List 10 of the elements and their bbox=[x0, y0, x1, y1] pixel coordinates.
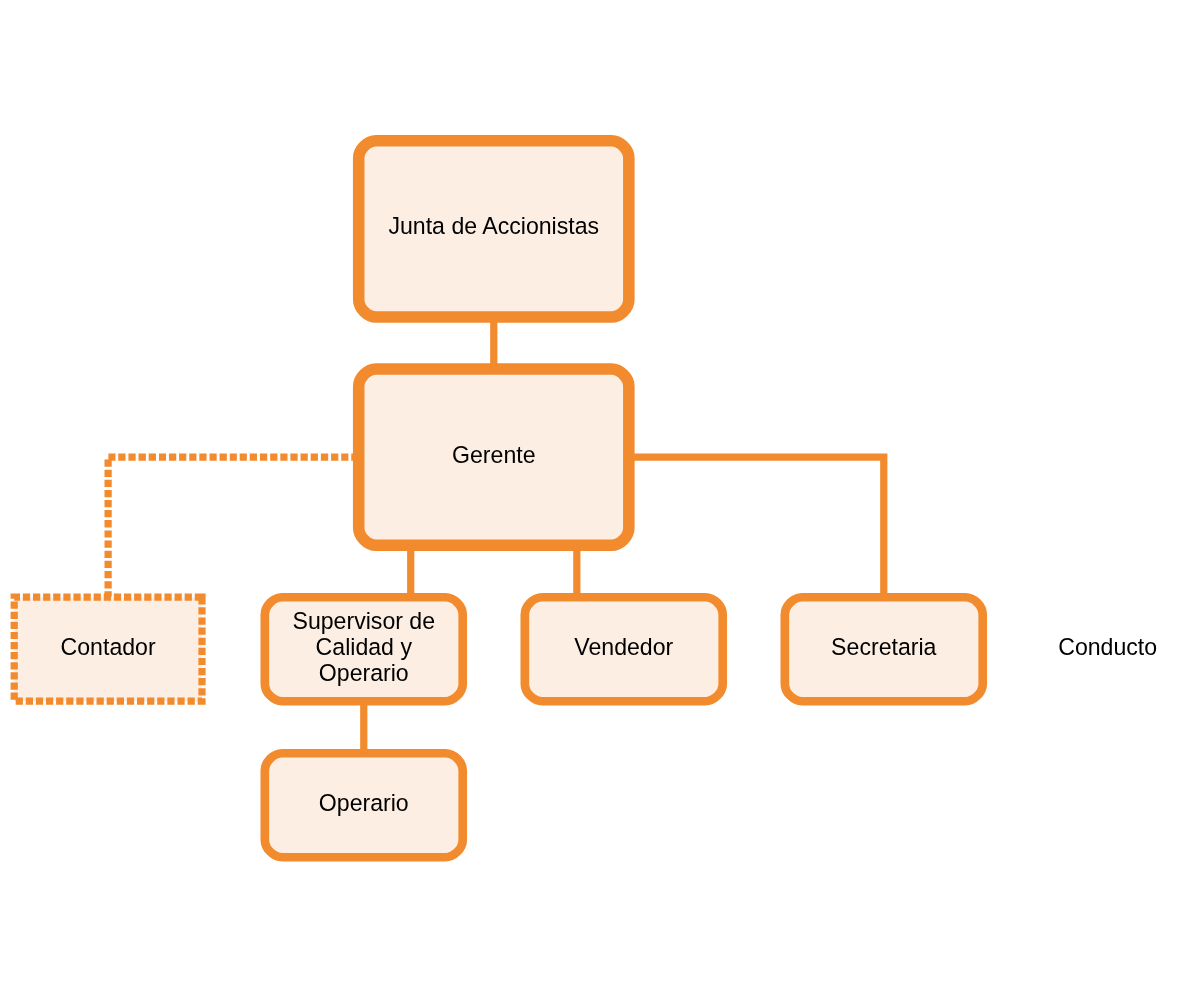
label: Conducto bbox=[1058, 633, 1158, 660]
connector bbox=[407, 545, 415, 598]
node-box: Operario bbox=[260, 748, 468, 862]
node-box: Gerente bbox=[352, 363, 635, 551]
connector bbox=[573, 545, 581, 598]
node-box: Supervisor de Calidad y Operario bbox=[260, 592, 468, 706]
node-box: Junta de Accionistas bbox=[352, 135, 635, 323]
node-box: Vendedor bbox=[520, 592, 728, 706]
node-box: Secretaria bbox=[780, 592, 988, 706]
node-box: Contador bbox=[10, 593, 206, 705]
